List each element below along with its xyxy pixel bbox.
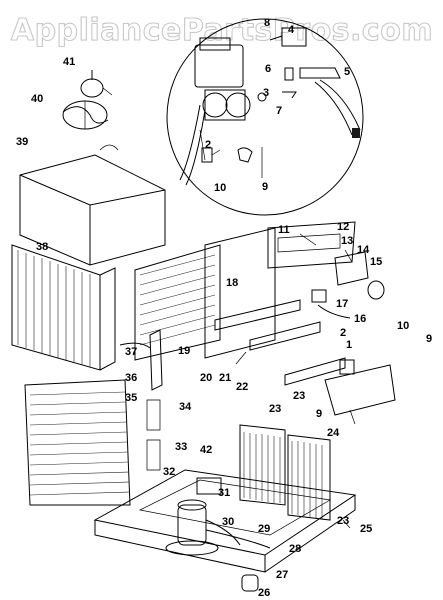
evaporator-coil <box>134 244 221 361</box>
callout-32: 32 <box>163 466 175 478</box>
callout-4: 4 <box>288 24 295 36</box>
callout-36: 36 <box>125 372 137 384</box>
watermark-text: AppliancePartsPros.com <box>11 13 433 48</box>
valve-detail-inset <box>166 18 364 216</box>
callout-19: 19 <box>178 345 190 357</box>
side-grille <box>24 329 163 506</box>
callout-26: 26 <box>258 587 270 599</box>
callout-41: 41 <box>63 56 75 68</box>
callout-27: 27 <box>276 569 288 581</box>
callout-11: 11 <box>278 224 290 236</box>
callout-37: 37 <box>125 346 137 358</box>
callout-16: 16 <box>354 313 366 325</box>
callout-2: 2 <box>205 139 211 151</box>
callout-28: 28 <box>289 543 301 555</box>
condenser-coil <box>11 244 151 371</box>
control-panel <box>204 221 396 416</box>
callout-20: 20 <box>200 372 212 384</box>
callout-18: 18 <box>226 277 238 289</box>
callout-39: 39 <box>16 136 28 148</box>
callout-labels: 1 2 2 3 4 5 6 7 8 9 9 9 10 10 11 12 13 1… <box>16 17 432 599</box>
front-grille <box>239 424 331 521</box>
callout-9: 9 <box>262 181 268 193</box>
callout-30: 30 <box>222 516 234 528</box>
callout-29: 29 <box>258 523 270 535</box>
callout-8: 8 <box>264 17 270 29</box>
callout-9b: 9 <box>426 333 432 345</box>
callout-34: 34 <box>179 401 192 413</box>
callout-33: 33 <box>175 441 187 453</box>
callout-25: 25 <box>360 523 372 535</box>
callout-23b: 23 <box>269 403 281 415</box>
callout-42: 42 <box>200 444 212 456</box>
callout-15: 15 <box>370 256 382 268</box>
callout-23a: 23 <box>293 390 305 402</box>
callout-22: 22 <box>236 381 248 393</box>
callout-38: 38 <box>36 241 48 253</box>
callout-40: 40 <box>31 93 43 105</box>
callout-14: 14 <box>357 244 370 256</box>
cabinet-shroud <box>19 144 166 266</box>
fan-motor-and-blade <box>62 70 113 130</box>
callout-6: 6 <box>265 63 271 75</box>
callout-7: 7 <box>276 105 282 117</box>
callout-35: 35 <box>125 392 137 404</box>
callout-1: 1 <box>346 339 352 351</box>
compressor <box>165 477 271 592</box>
callout-3: 3 <box>263 87 269 99</box>
callout-10: 10 <box>214 182 226 194</box>
callout-21: 21 <box>219 372 231 384</box>
callout-2b: 2 <box>340 327 346 339</box>
base-pan <box>93 469 357 573</box>
callout-5: 5 <box>344 66 350 78</box>
callout-13: 13 <box>341 235 353 247</box>
callout-12: 12 <box>337 221 349 233</box>
callout-23c: 23 <box>337 515 349 527</box>
callout-9c: 9 <box>316 408 322 420</box>
callout-31: 31 <box>218 487 230 499</box>
callout-10b: 10 <box>397 320 409 332</box>
leader-lines <box>211 147 356 529</box>
callout-17: 17 <box>336 298 348 310</box>
callout-24: 24 <box>327 427 340 439</box>
